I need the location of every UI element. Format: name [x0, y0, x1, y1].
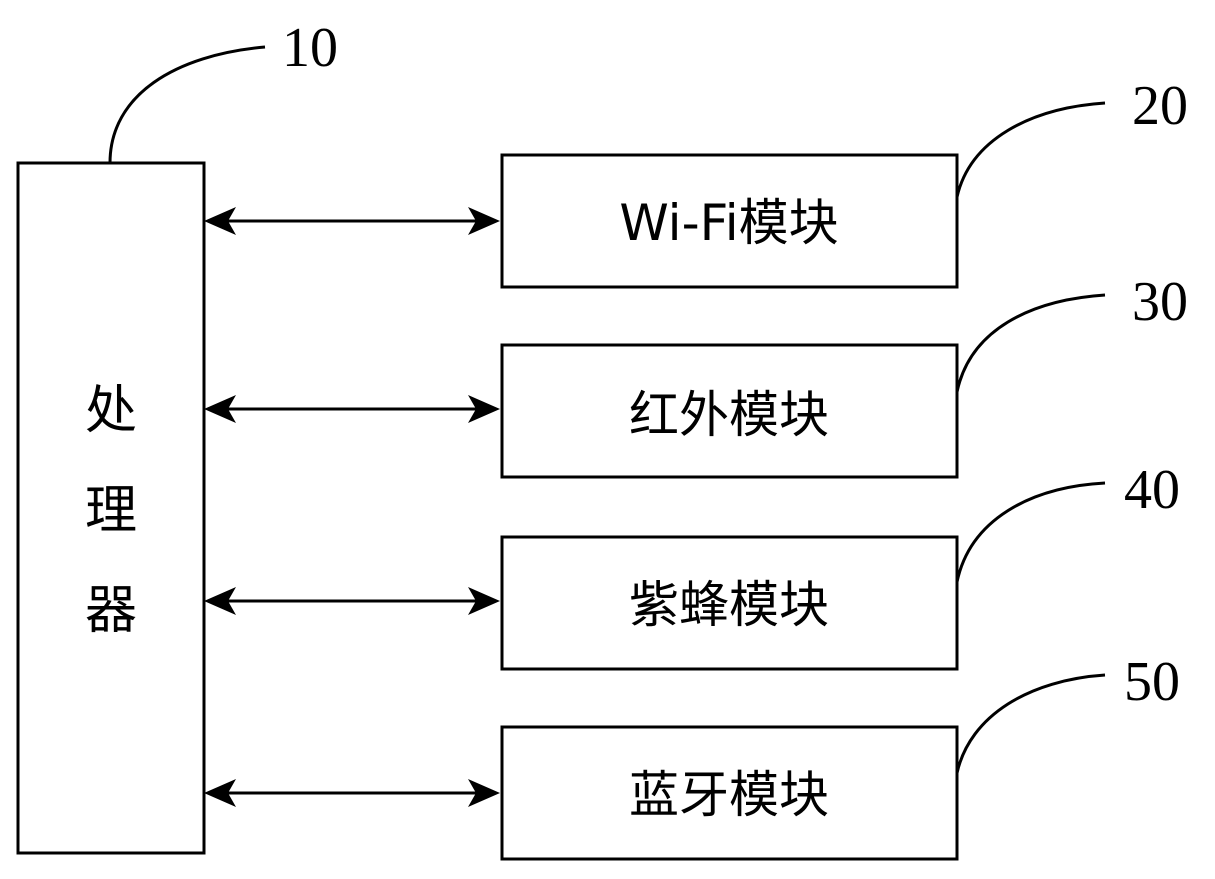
wifi-module-box: [500, 153, 959, 289]
processor-box: [16, 161, 206, 855]
processor-ref-number: 10: [282, 17, 338, 79]
bluetooth-module-label: 蓝牙模块: [629, 766, 829, 824]
arrowhead-right-icon: [468, 395, 500, 423]
arrowhead-left-icon: [204, 779, 236, 807]
processor-block: 处 理 器: [16, 161, 206, 855]
bluetooth-module-box: [500, 725, 959, 861]
infrared-module-leader-line: [955, 293, 1106, 393]
arrow-processor-zigbee: [204, 587, 500, 615]
wifi-module-label: Wi-Fi模块: [619, 194, 838, 252]
zigbee-module-box: [500, 535, 959, 671]
arrowhead-right-icon: [468, 207, 500, 235]
zigbee-module-leader-line: [955, 481, 1106, 583]
infrared-module-label: 红外模块: [629, 386, 829, 444]
zigbee-module-label: 紫蜂模块: [629, 576, 829, 634]
bluetooth-module-block: 蓝牙模块: [500, 725, 959, 861]
infrared-module-block: 红外模块: [500, 343, 959, 479]
arrowhead-left-icon: [204, 207, 236, 235]
arrow-processor-infrared: [204, 395, 500, 423]
arrow-processor-wifi: [204, 207, 500, 235]
infrared-module-box: [500, 343, 959, 479]
processor-leader-line: [108, 45, 266, 164]
zigbee-module-ref-number: 40: [1124, 459, 1180, 521]
wifi-module-ref-number: 20: [1132, 75, 1188, 137]
arrowhead-left-icon: [204, 395, 236, 423]
arrowhead-left-icon: [204, 587, 236, 615]
bluetooth-module-ref-number: 50: [1124, 651, 1180, 713]
processor-label-char-3: 器: [85, 581, 137, 641]
zigbee-module-block: 紫蜂模块: [500, 535, 959, 671]
arrowhead-right-icon: [468, 587, 500, 615]
arrowhead-right-icon: [468, 779, 500, 807]
wifi-module-leader-line: [955, 101, 1106, 198]
bluetooth-module-leader-line: [955, 673, 1106, 774]
infrared-module-ref-number: 30: [1132, 271, 1188, 333]
processor-label-char-2: 理: [85, 481, 137, 541]
processor-label-char-1: 处: [85, 381, 137, 441]
arrow-processor-bluetooth: [204, 779, 500, 807]
wifi-module-block: Wi-Fi模块: [500, 153, 959, 289]
